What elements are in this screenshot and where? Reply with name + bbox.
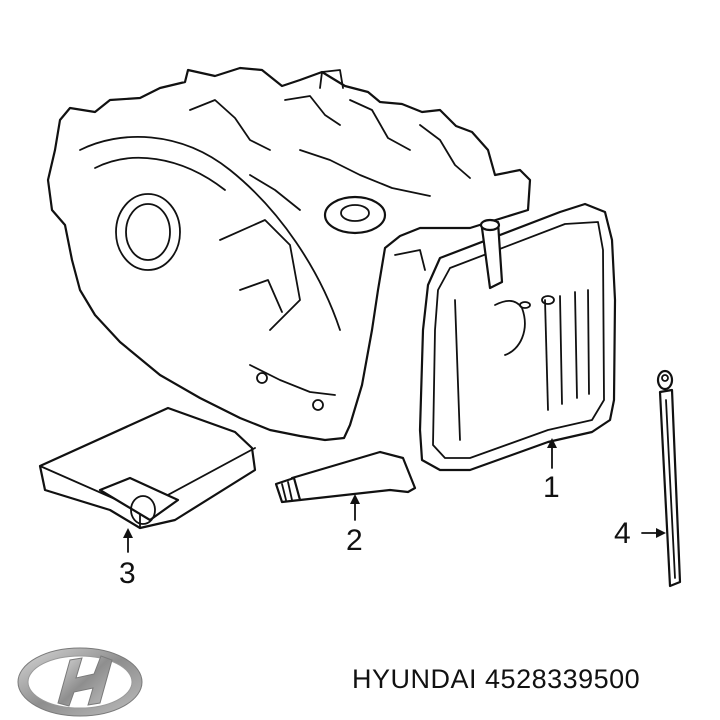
dipstick xyxy=(656,369,682,588)
part-caption: HYUNDAI 4528339500 xyxy=(352,664,640,695)
hyundai-logo xyxy=(17,647,143,717)
oil-pan xyxy=(418,202,617,472)
transmission-case xyxy=(46,66,532,442)
leader-lines xyxy=(123,438,666,553)
callout-4: 4 xyxy=(614,517,631,550)
callout-2: 2 xyxy=(346,524,363,557)
brand-name: HYUNDAI xyxy=(352,664,478,694)
callout-3: 3 xyxy=(119,557,136,590)
oil-filter xyxy=(38,406,257,530)
callout-1: 1 xyxy=(543,471,560,504)
sealant-tube xyxy=(274,450,417,504)
part-number: 4528339500 xyxy=(485,664,641,694)
